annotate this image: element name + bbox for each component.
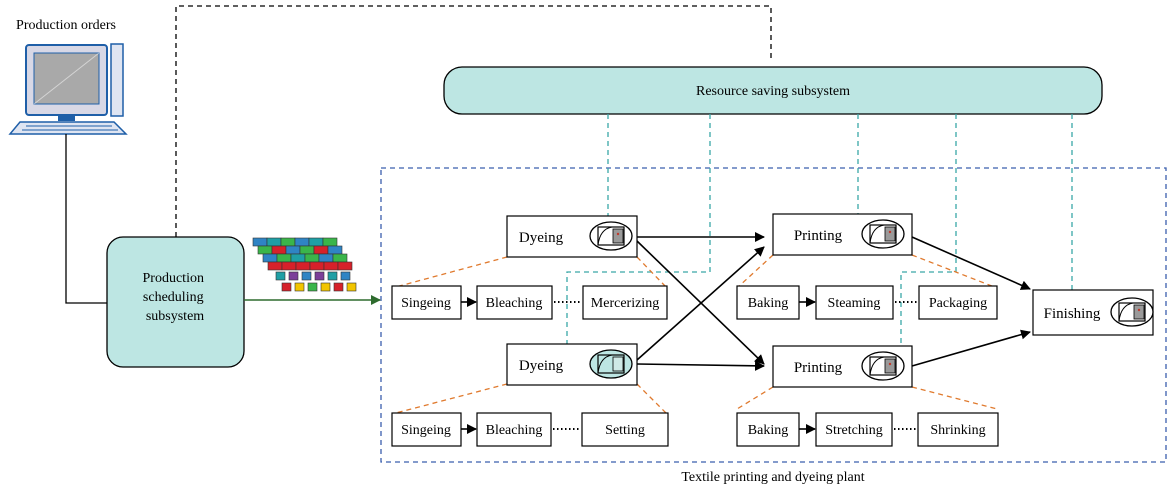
scheduling-label-line-3: subsystem xyxy=(146,309,204,324)
resource-monitor-lines xyxy=(566,114,1073,350)
scheduling-label-line-1: Production xyxy=(143,271,204,286)
process-label: Singeing xyxy=(401,296,451,311)
orders-connector xyxy=(65,134,107,304)
process-label: Mercerizing xyxy=(591,296,659,311)
flow-arrows xyxy=(636,232,1031,371)
process-label: Packaging xyxy=(929,296,987,311)
dyeing-top-label: Dyeing xyxy=(519,230,564,246)
feedback-dashed-line xyxy=(175,5,772,237)
process-label: Steaming xyxy=(828,296,881,311)
process-label: Bleaching xyxy=(486,423,543,438)
machine-icon xyxy=(589,221,633,251)
plant-label: Textile printing and dyeing plant xyxy=(681,470,864,485)
printing-top-label: Printing xyxy=(794,228,843,244)
process-row-1-left: Singeing Bleaching Mercerizing xyxy=(391,285,668,320)
fabric-blocks-icon xyxy=(252,237,357,292)
production-scheduling-subsystem xyxy=(106,236,245,368)
process-label: Shrinking xyxy=(930,423,985,438)
process-label: Baking xyxy=(748,296,788,311)
finishing-label: Finishing xyxy=(1044,306,1101,322)
dyeing-node-bottom: Dyeing xyxy=(506,343,638,386)
machine-icon xyxy=(1110,297,1154,327)
resource-saving-subsystem xyxy=(443,66,1103,115)
resource-saving-label: Resource saving subsystem xyxy=(696,84,850,99)
computer-icon xyxy=(8,43,128,135)
process-label: Bleaching xyxy=(486,296,543,311)
finishing-node: Finishing xyxy=(1032,289,1154,336)
printing-node-top: Printing xyxy=(772,213,913,256)
production-orders-label: Production orders xyxy=(16,18,116,33)
svg-text:Production scheduling: Production scheduling subsystem xyxy=(143,271,208,324)
process-label: Setting xyxy=(605,423,645,438)
dyeing-node-top: Dyeing xyxy=(506,215,638,258)
plant-boundary xyxy=(380,167,1167,463)
machine-icon xyxy=(861,219,905,249)
process-row-1-right: Baking Steaming Packaging xyxy=(736,285,998,320)
process-label: Baking xyxy=(748,423,788,438)
machine-icon xyxy=(861,351,905,381)
process-expansion-lines xyxy=(391,254,998,415)
process-label: Singeing xyxy=(401,423,451,438)
scheduling-label-line-2: scheduling xyxy=(143,290,204,305)
process-label: Stretching xyxy=(825,423,883,438)
process-row-2-left: Singeing Bleaching Setting xyxy=(391,412,669,447)
process-row-2-right: Baking Stretching Shrinking xyxy=(736,412,999,447)
dyeing-bottom-label: Dyeing xyxy=(519,358,564,374)
printing-node-bottom: Printing xyxy=(772,345,913,388)
printing-bottom-label: Printing xyxy=(794,360,843,376)
